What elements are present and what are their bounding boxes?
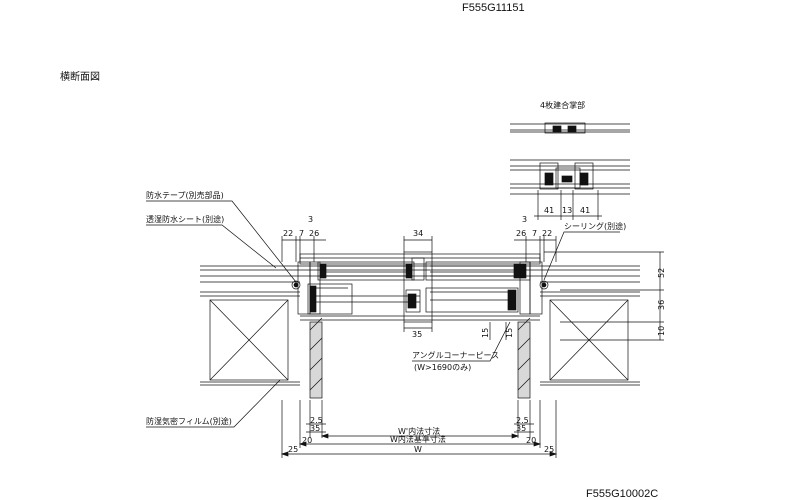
dim-inner-w: W'内法寸法 — [398, 426, 440, 436]
dim-w20-right: 20 — [526, 436, 536, 445]
top-dimensions: 3 22 7 26 34 3 26 7 22 — [281, 215, 557, 262]
dim-top-right-7: 7 — [532, 229, 537, 238]
leader-lines: 防水テープ(別売部品) 透湿防水シート(別途) シーリング(別途) アングルコー… — [146, 190, 626, 428]
dim-top-center-34: 34 — [413, 229, 423, 238]
label-waterproof-tape: 防水テープ(別売部品) — [146, 190, 224, 200]
dim-top-right-22: 22 — [542, 229, 552, 238]
label-angle-corner-note: (W>1690のみ) — [414, 363, 471, 372]
drawing-code-bottom: F555G10002C — [586, 488, 658, 500]
label-angle-corner: アングルコーナーピース — [412, 350, 499, 360]
detail-title: 4枚建合掌部 — [540, 100, 585, 110]
detail-inset: 4枚建合掌部 41 13 41 — [510, 100, 630, 220]
label-breathable-sheet: 透湿防水シート(別途) — [146, 214, 224, 224]
center-dimensions: 35 15 15 — [403, 322, 514, 340]
dim-w25-right: 25 — [544, 445, 554, 454]
dim-top-right-3: 3 — [522, 215, 527, 224]
detail-dim-1: 41 — [544, 206, 554, 215]
left-stud — [209, 299, 289, 381]
bottom-dimensions: 2.5 2.5 35 35 W'内法寸法 W内法基準寸法 20 20 W 25 … — [280, 400, 558, 458]
dim-w: W — [414, 445, 422, 454]
detail-dim-3: 41 — [580, 206, 590, 215]
dim-top-left-3: 3 — [308, 215, 313, 224]
dim-bottom-25-right: 2.5 — [516, 416, 529, 425]
dim-bottom-35-left: 35 — [310, 424, 320, 433]
window-frame — [291, 251, 549, 323]
dim-top-right-26: 26 — [516, 229, 526, 238]
detail-dim-2: 13 — [562, 206, 572, 215]
drawing-code-top: F555G11151 — [462, 2, 525, 14]
label-airtight-film: 防湿気密フィルム(別途) — [146, 416, 232, 426]
dim-bottom-25-left: 2.5 — [310, 416, 323, 425]
dim-right-36: 36 — [657, 300, 666, 310]
dim-w20-left: 20 — [302, 436, 312, 445]
dim-top-left-7: 7 — [299, 229, 304, 238]
dim-w25-left: 25 — [288, 445, 298, 454]
dim-top-left-26: 26 — [309, 229, 319, 238]
section-title: 横断面図 — [60, 70, 100, 83]
dim-center-15b: 15 — [505, 328, 514, 338]
dim-top-left-22: 22 — [283, 229, 293, 238]
label-sealing: シーリング(別途) — [564, 221, 626, 231]
right-dimensions: 52 36 10 — [544, 251, 666, 341]
dim-bottom-35-right: 35 — [516, 424, 526, 433]
dim-center-35: 35 — [412, 330, 422, 339]
dim-center-15a: 15 — [481, 328, 490, 338]
dim-inner-ref: W内法基準寸法 — [390, 434, 446, 444]
dim-right-10: 10 — [657, 326, 666, 336]
dim-right-52: 52 — [657, 268, 666, 278]
interior-trim — [309, 317, 531, 399]
